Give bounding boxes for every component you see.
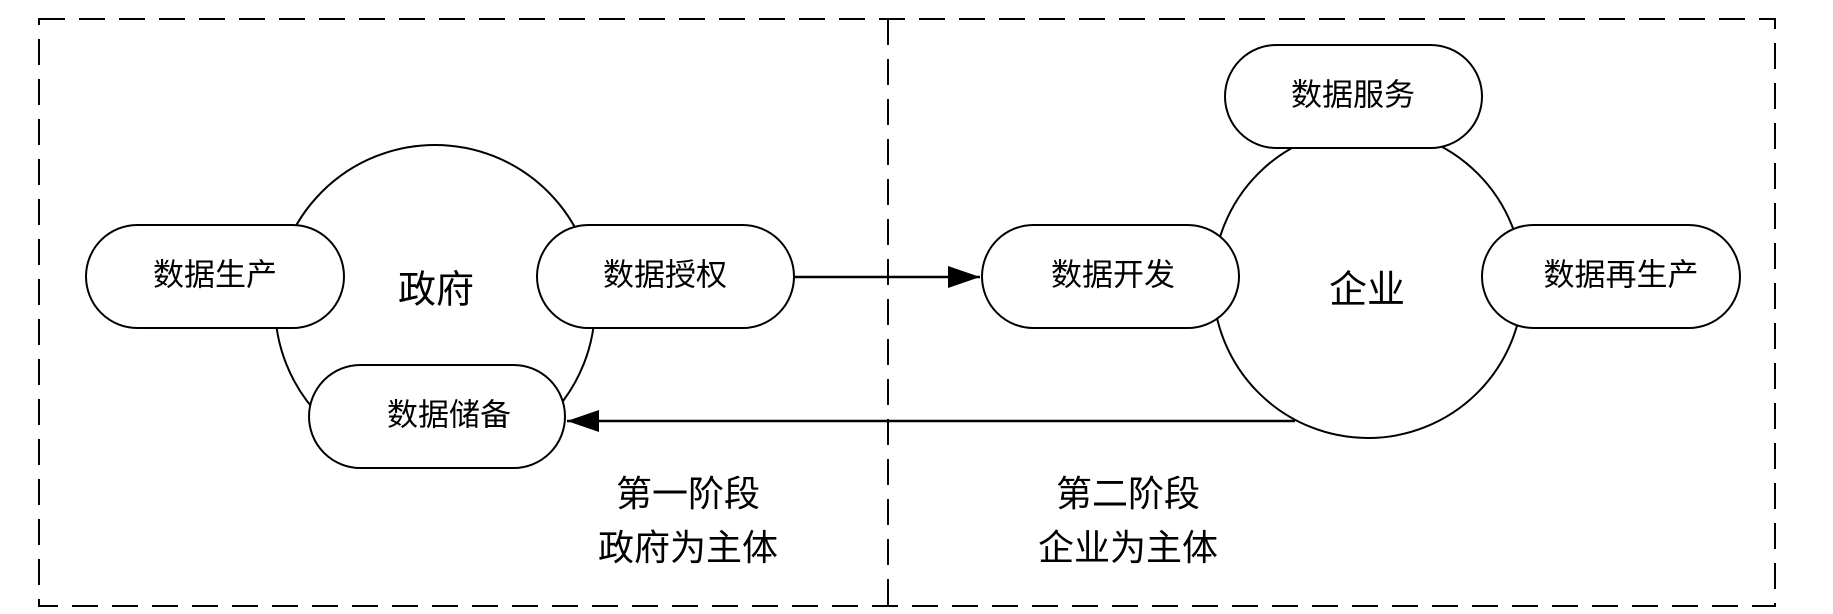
node-data-reproduction-label: 数据再生产 <box>1544 258 1699 294</box>
enterprise-label: 企业 <box>1329 268 1405 312</box>
node-data-development-label: 数据开发 <box>1051 258 1175 294</box>
node-data-authorization-label: 数据授权 <box>603 258 727 294</box>
node-data-service-label: 数据服务 <box>1291 78 1415 114</box>
node-data-authorization: 数据授权 <box>536 224 795 329</box>
node-data-development: 数据开发 <box>981 224 1240 329</box>
node-data-service: 数据服务 <box>1224 44 1483 149</box>
stage1-title: 第一阶段 <box>616 474 760 515</box>
stage2-title: 第二阶段 <box>1056 474 1200 515</box>
government-label: 政府 <box>398 268 474 312</box>
node-data-storage: 数据储备 <box>308 364 566 469</box>
node-data-production: 数据生产 <box>85 224 345 329</box>
node-data-storage-label: 数据储备 <box>387 398 511 434</box>
stage2-subtitle: 企业为主体 <box>1038 528 1218 569</box>
node-data-reproduction: 数据再生产 <box>1481 224 1741 329</box>
node-data-production-label: 数据生产 <box>153 258 277 294</box>
stage1-subtitle: 政府为主体 <box>598 528 778 569</box>
